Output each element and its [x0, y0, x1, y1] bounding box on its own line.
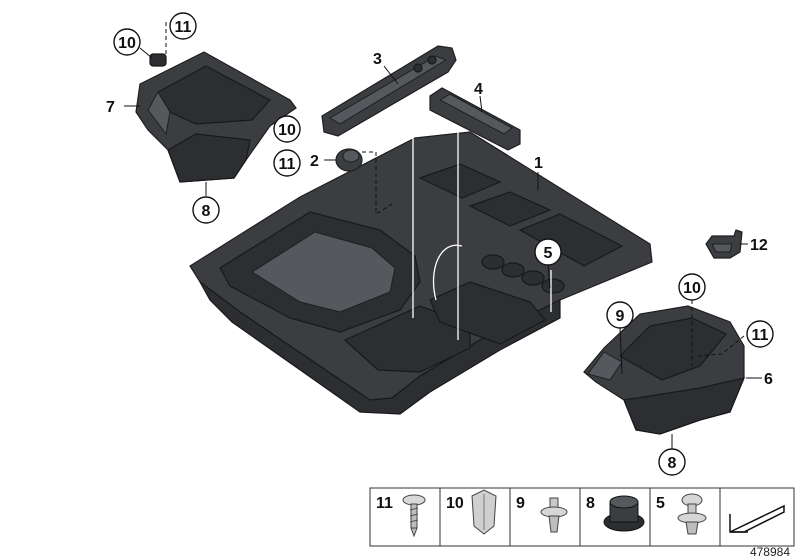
- legend-item-2-number: 10: [446, 495, 464, 512]
- left-storage-bin-part-7: [135, 51, 297, 183]
- callout-6: 6: [764, 371, 773, 388]
- callout-10-mid: 10: [273, 115, 301, 143]
- callout-8-right: 8: [658, 448, 686, 476]
- callout-5: 5: [534, 238, 562, 266]
- leader-9: [619, 327, 623, 375]
- legend-item-1-number: 11: [376, 495, 393, 512]
- expanding-nut-icon: [471, 489, 497, 535]
- legend-item-4-number: 8: [586, 495, 595, 512]
- right-storage-bin-part-6: [583, 305, 745, 435]
- trunk-floor-tray: [189, 102, 653, 415]
- callout-2: 2: [310, 153, 319, 170]
- bracket-strip-part-4: [429, 87, 521, 151]
- callout-10-left: 10: [113, 28, 141, 56]
- leader-5: [547, 263, 551, 289]
- callout-11-left-label: 11: [175, 19, 192, 36]
- leader-4: [479, 95, 483, 113]
- callout-7: 7: [106, 99, 115, 116]
- wedge-symbol-icon: [729, 504, 785, 533]
- cap-part-2: [335, 148, 363, 172]
- callout-8-left-label: 8: [202, 203, 211, 220]
- screw-icon: [402, 494, 426, 538]
- grommet-icon: [603, 495, 645, 532]
- callout-11-left: 11: [169, 12, 197, 40]
- callout-10-mid-label: 10: [278, 122, 296, 139]
- callout-12: 12: [750, 237, 768, 254]
- cover-strip-part-3: [321, 45, 457, 137]
- callout-10-right-label: 10: [683, 280, 701, 297]
- callout-5-label: 5: [544, 245, 553, 262]
- callout-4: 4: [474, 81, 483, 98]
- leader-10-left: [139, 47, 153, 59]
- callout-10-left-label: 10: [118, 35, 136, 52]
- expanding-rivet-icon: [540, 497, 568, 533]
- legend-item-3-number: 9: [516, 495, 525, 512]
- callout-11-mid-label: 11: [279, 156, 296, 173]
- leader-11-right-dashed: [697, 335, 745, 357]
- callout-10-right: 10: [678, 273, 706, 301]
- fastener-legend: 11 10 9 8 5: [369, 487, 795, 547]
- leader-2-dashed: [362, 151, 393, 215]
- push-clip-icon: [677, 493, 707, 535]
- legend-item-5-number: 5: [656, 495, 665, 512]
- callout-11-mid: 11: [273, 149, 301, 177]
- leader-3: [383, 65, 399, 85]
- callout-11-right-label: 11: [752, 327, 769, 344]
- callout-11-right: 11: [746, 320, 774, 348]
- reference-number: 478984: [750, 545, 790, 559]
- callout-8-right-label: 8: [668, 455, 677, 472]
- callout-9-label: 9: [616, 308, 625, 325]
- bracket-part-12: [705, 229, 743, 259]
- callout-8-left: 8: [192, 196, 220, 224]
- callout-1: 1: [534, 155, 543, 172]
- callout-3: 3: [373, 51, 382, 68]
- callout-9: 9: [606, 301, 634, 329]
